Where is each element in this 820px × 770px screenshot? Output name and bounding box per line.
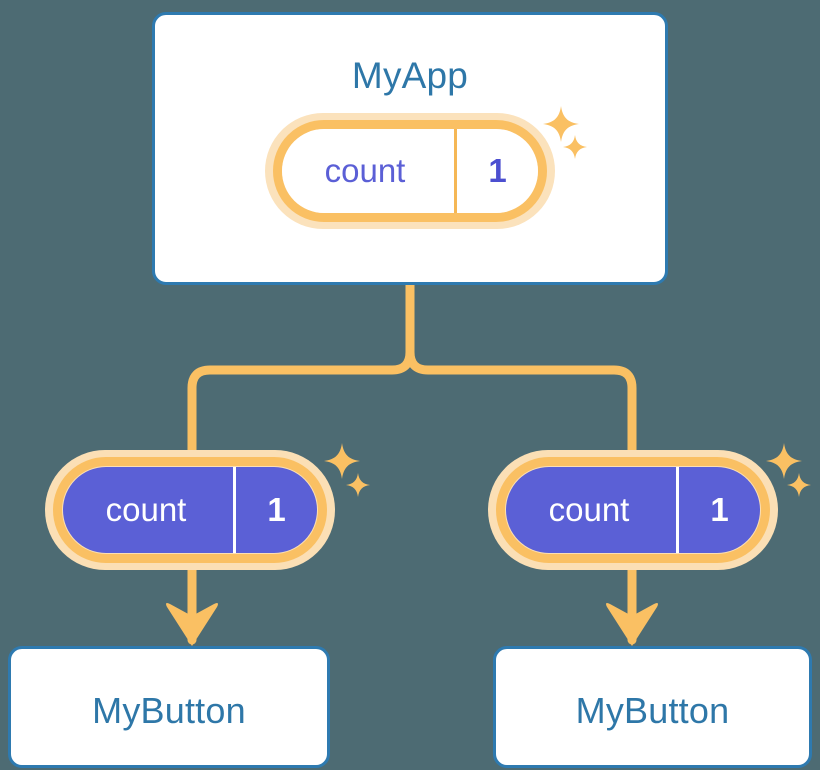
- state-pill-ring: [496, 457, 770, 563]
- component-title: MyButton: [575, 690, 730, 731]
- connector-branch-right: [405, 347, 637, 457]
- state-key-label: count: [548, 491, 630, 528]
- state-value-label: 1: [676, 467, 760, 553]
- connector-branch-left: [187, 347, 415, 457]
- state-pill-mybutton-left[interactable]: count 1: [63, 467, 317, 553]
- state-value-label: 1: [233, 467, 317, 553]
- component-card-mybutton-right[interactable]: MyButton: [493, 646, 812, 768]
- state-pill-ring: [53, 457, 327, 563]
- arrow-heads: [166, 603, 658, 646]
- page-title: MyApp: [351, 55, 469, 96]
- arrow-head-left: [166, 603, 218, 646]
- state-value-label: 1: [454, 129, 538, 213]
- state-pill-mybutton-right[interactable]: count 1: [506, 467, 760, 553]
- component-title: MyButton: [92, 690, 246, 731]
- state-key-label: count: [324, 152, 406, 189]
- state-pill-ring: [273, 120, 547, 222]
- arrow-head-right: [606, 603, 658, 646]
- state-pill-myapp[interactable]: count 1: [282, 129, 538, 213]
- component-card-mybutton-left[interactable]: MyButton: [8, 646, 330, 768]
- state-key-label: count: [105, 491, 187, 528]
